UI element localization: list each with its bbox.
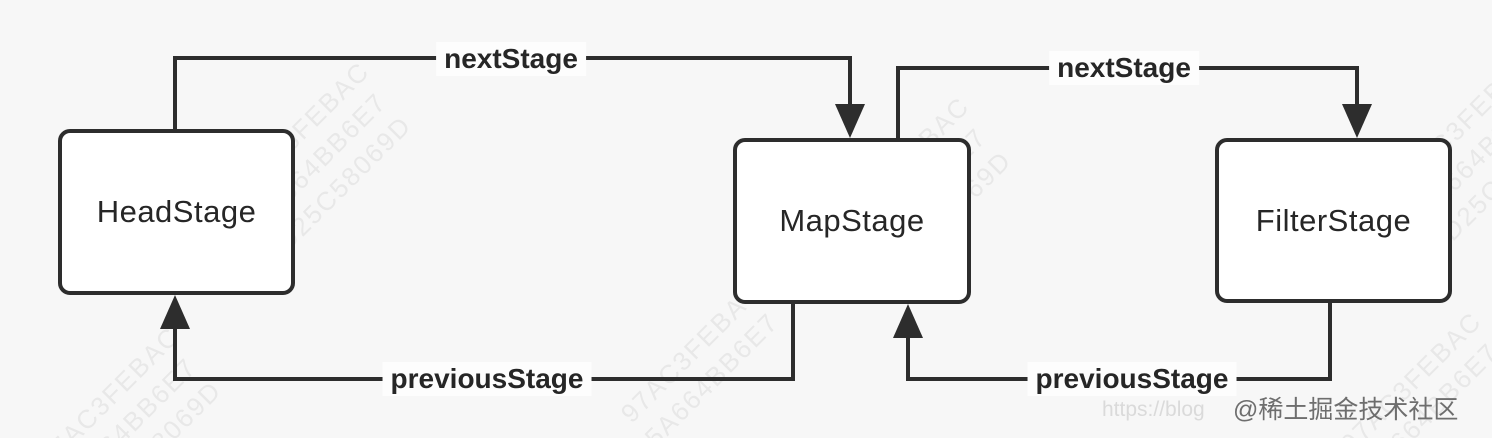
edge-nextstage1-vline-to-mapstage [848,58,852,106]
hex-watermark-line: D25C58069D [81,375,228,438]
edge-previousstage2-vline-to-mapstage [906,338,910,381]
edge-previousstage1-stub-from-mapstage [791,304,795,381]
url-watermark: https://blog [1102,398,1205,421]
node-mapstage-label: MapStage [779,203,925,238]
arrowhead-up-into-headstage-icon [160,295,190,329]
edge-previousstage2-stub-from-filterstage [1328,303,1332,381]
node-filterstage: FilterStage [1215,138,1452,303]
edge-nextstage2-vline-to-filterstage [1355,66,1359,106]
edge-label-previousstage-2: previousStage [1027,362,1237,396]
hex-watermark-line: 97AC3FEBAC [32,320,186,438]
node-mapstage: MapStage [733,138,971,304]
arrowhead-up-into-mapstage-icon [893,304,923,338]
juejin-community-watermark: @稀土掘金技术社区 [1233,396,1459,424]
hex-watermark-line: 5A664BB6E7 [56,351,203,438]
hex-watermark-line: 5A664BB6E7 [638,306,785,438]
edge-nextstage1-stub-from-headstage [173,58,177,129]
edge-label-nextstage-1: nextStage [436,42,586,76]
edge-previousstage1-vline-to-headstage [173,329,177,381]
arrowhead-down-into-mapstage-icon [835,104,865,138]
node-headstage-label: HeadStage [96,194,257,229]
edge-nextstage2-stub-from-mapstage [896,66,900,138]
edge-label-nextstage-2: nextStage [1049,51,1199,85]
node-headstage: HeadStage [58,129,295,295]
edge-label-previousstage-1: previousStage [382,362,592,396]
arrowhead-down-into-filterstage-icon [1342,104,1372,138]
node-filterstage-label: FilterStage [1255,202,1412,238]
